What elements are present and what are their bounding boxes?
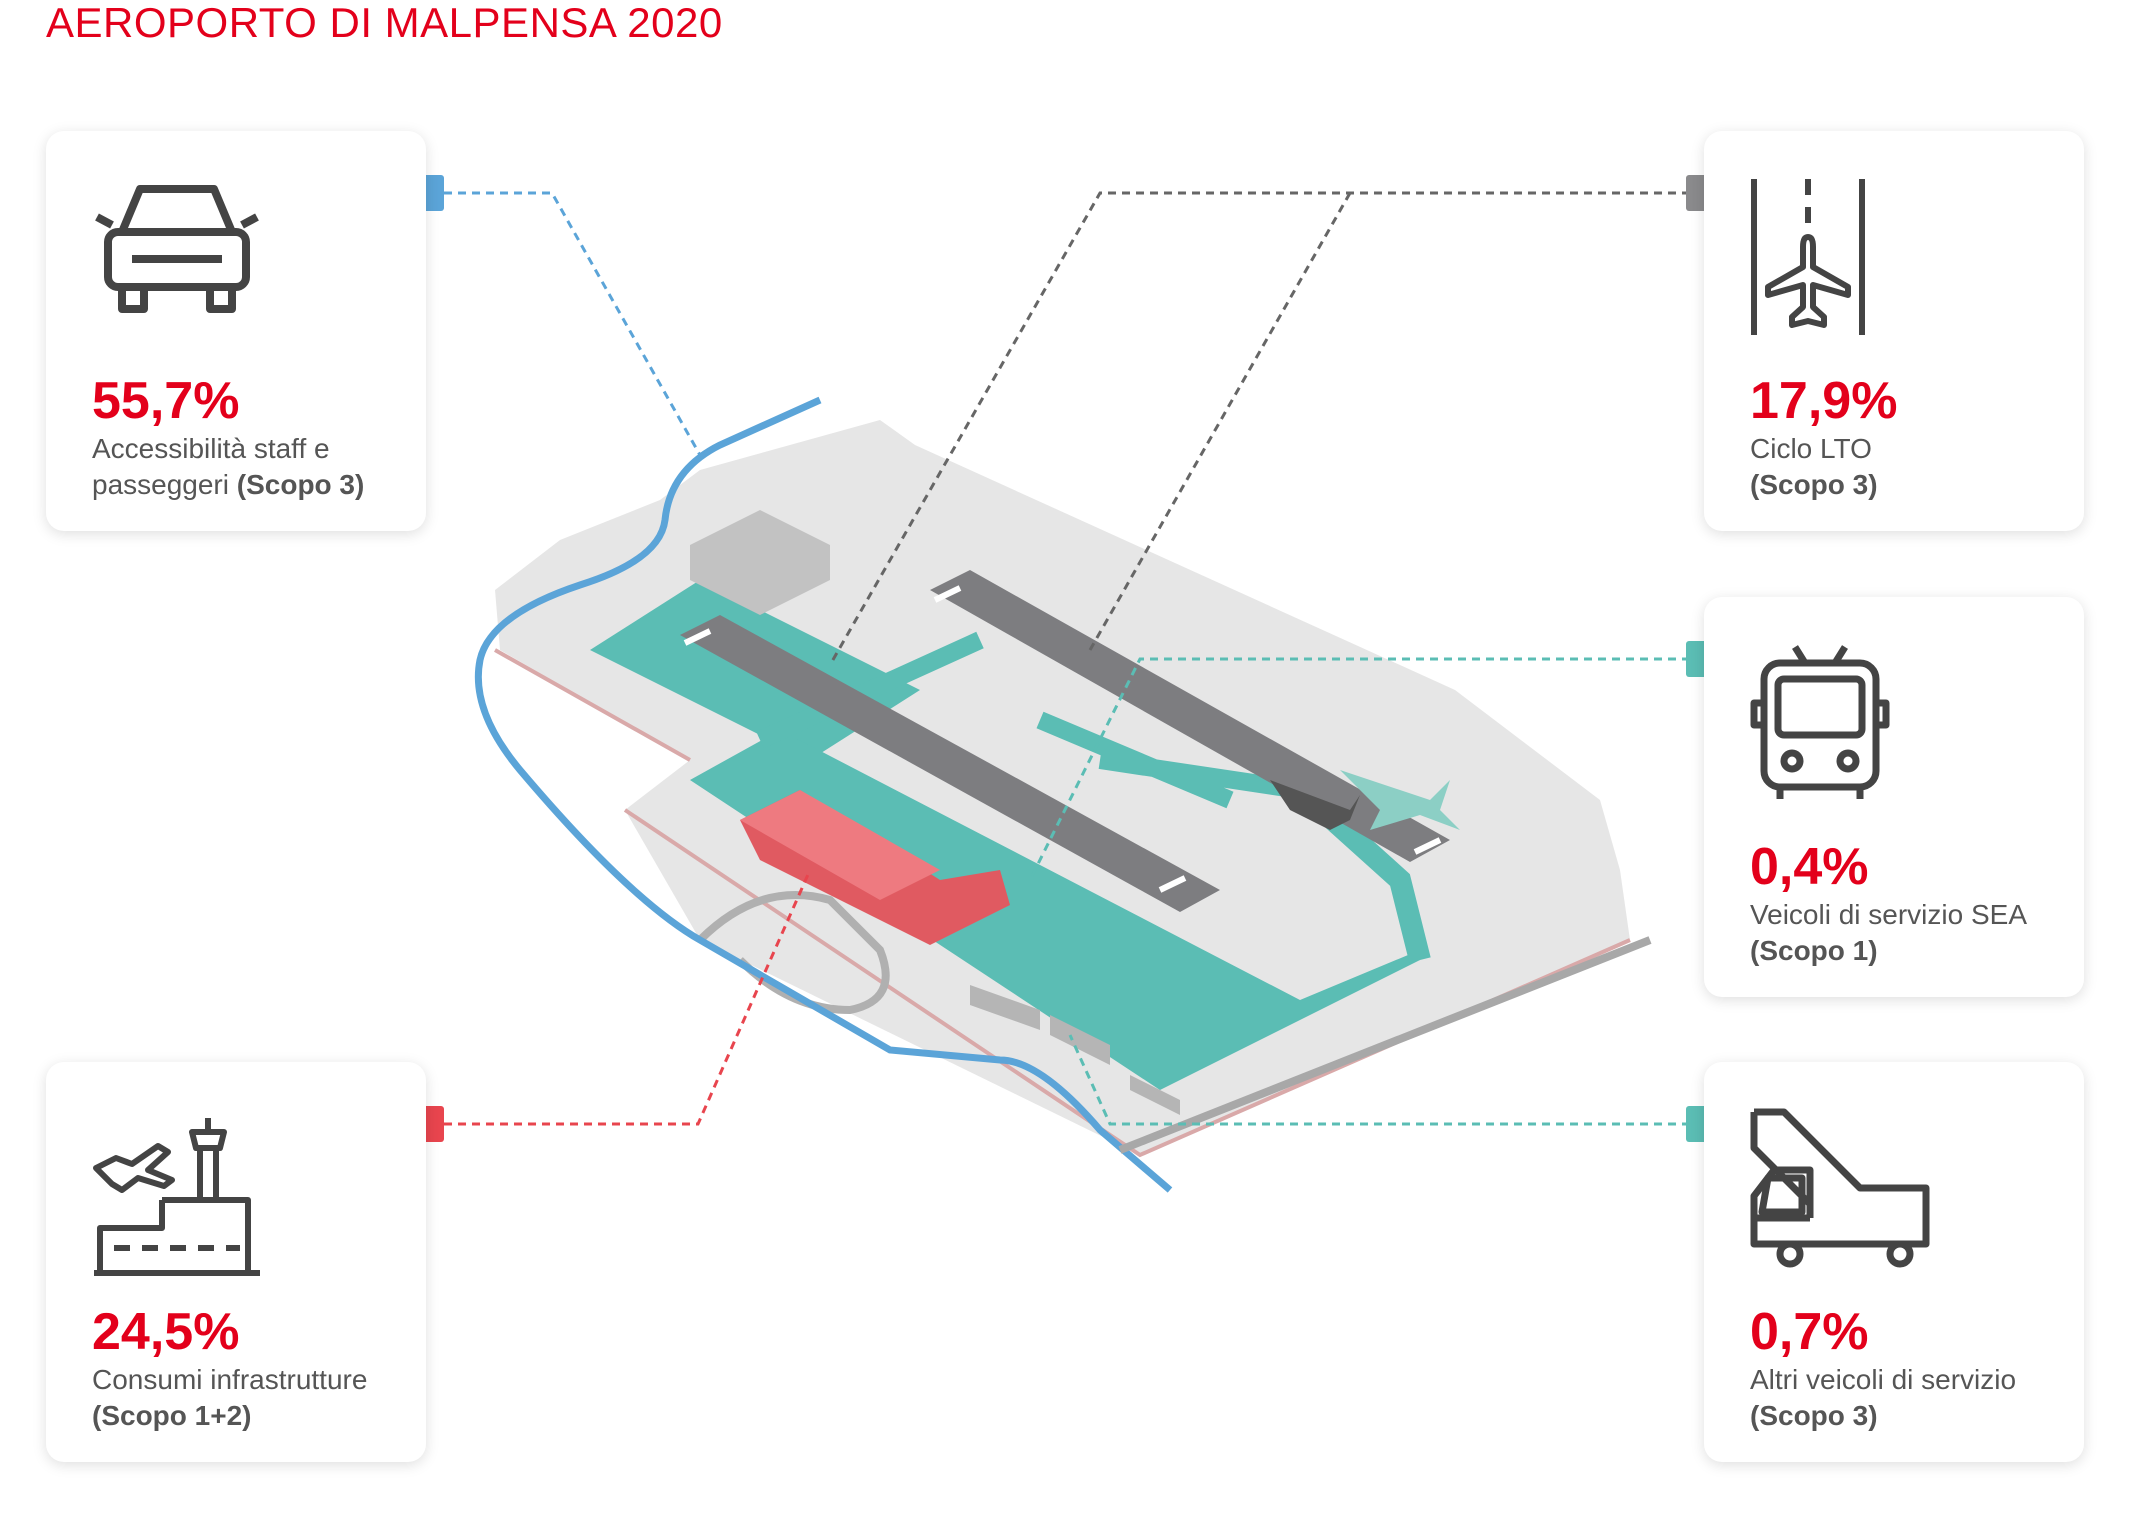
airplane-icon	[1340, 770, 1460, 830]
building-south	[970, 985, 1180, 1115]
runway-west	[680, 615, 1220, 912]
desc-other-vehicles: Altri veicoli di servizio (Scopo 3)	[1750, 1364, 2017, 1431]
river-line	[474, 396, 1173, 1193]
stairs-truck-icon	[1750, 1108, 1930, 1268]
taxiway-south	[690, 730, 1420, 1090]
car-icon	[95, 185, 259, 313]
value-lto: 17,9%	[1750, 372, 1898, 430]
leader-line-other	[1068, 1034, 1704, 1126]
airport-tower-icon	[93, 1118, 260, 1276]
desc-infrastructure: Consumi infrastrutture (Scopo 1+2)	[92, 1364, 368, 1431]
east-road	[1118, 936, 1652, 1154]
leader-line-lto	[828, 191, 1704, 666]
card-accessibility: 55,7% Accessibilità staff e passeggeri (…	[46, 131, 426, 531]
card-infrastructure: 24,5% Consumi infrastrutture (Scopo 1+2)	[46, 1062, 426, 1462]
card-other-vehicles: 0,7% Altri veicoli di servizio (Scopo 3)	[1704, 1062, 2084, 1462]
desc-lto: Ciclo LTO (Scopo 3)	[1750, 433, 1878, 500]
terminal-top	[740, 790, 940, 900]
building-north	[690, 510, 830, 615]
desc-accessibility: Accessibilità staff e passeggeri (Scopo …	[92, 433, 365, 500]
airplane-shadow-icon	[1270, 780, 1360, 830]
value-accessibility: 55,7%	[92, 372, 240, 430]
bus-icon	[1750, 645, 1890, 799]
desc-sea: Veicoli di servizio SEA (Scopo 1)	[1750, 899, 2028, 966]
leader-line-access	[444, 191, 702, 456]
runway-plane-icon	[1751, 179, 1865, 335]
value-other-vehicles: 0,7%	[1750, 1303, 1869, 1361]
runway-east	[930, 570, 1450, 862]
page-title: AEROPORTO DI MALPENSA 2020	[46, 0, 723, 46]
value-sea: 0,4%	[1750, 838, 1869, 896]
leader-line-sea	[1028, 657, 1704, 881]
runway-markings	[683, 585, 1442, 893]
leader-line-infra	[444, 869, 812, 1126]
value-infrastructure: 24,5%	[92, 1303, 240, 1361]
card-lto: 17,9% Ciclo LTO (Scopo 3)	[1704, 131, 2084, 531]
taxiway-link	[756, 631, 1302, 809]
card-sea: 0,4% Veicoli di servizio SEA (Scopo 1)	[1704, 597, 2084, 997]
